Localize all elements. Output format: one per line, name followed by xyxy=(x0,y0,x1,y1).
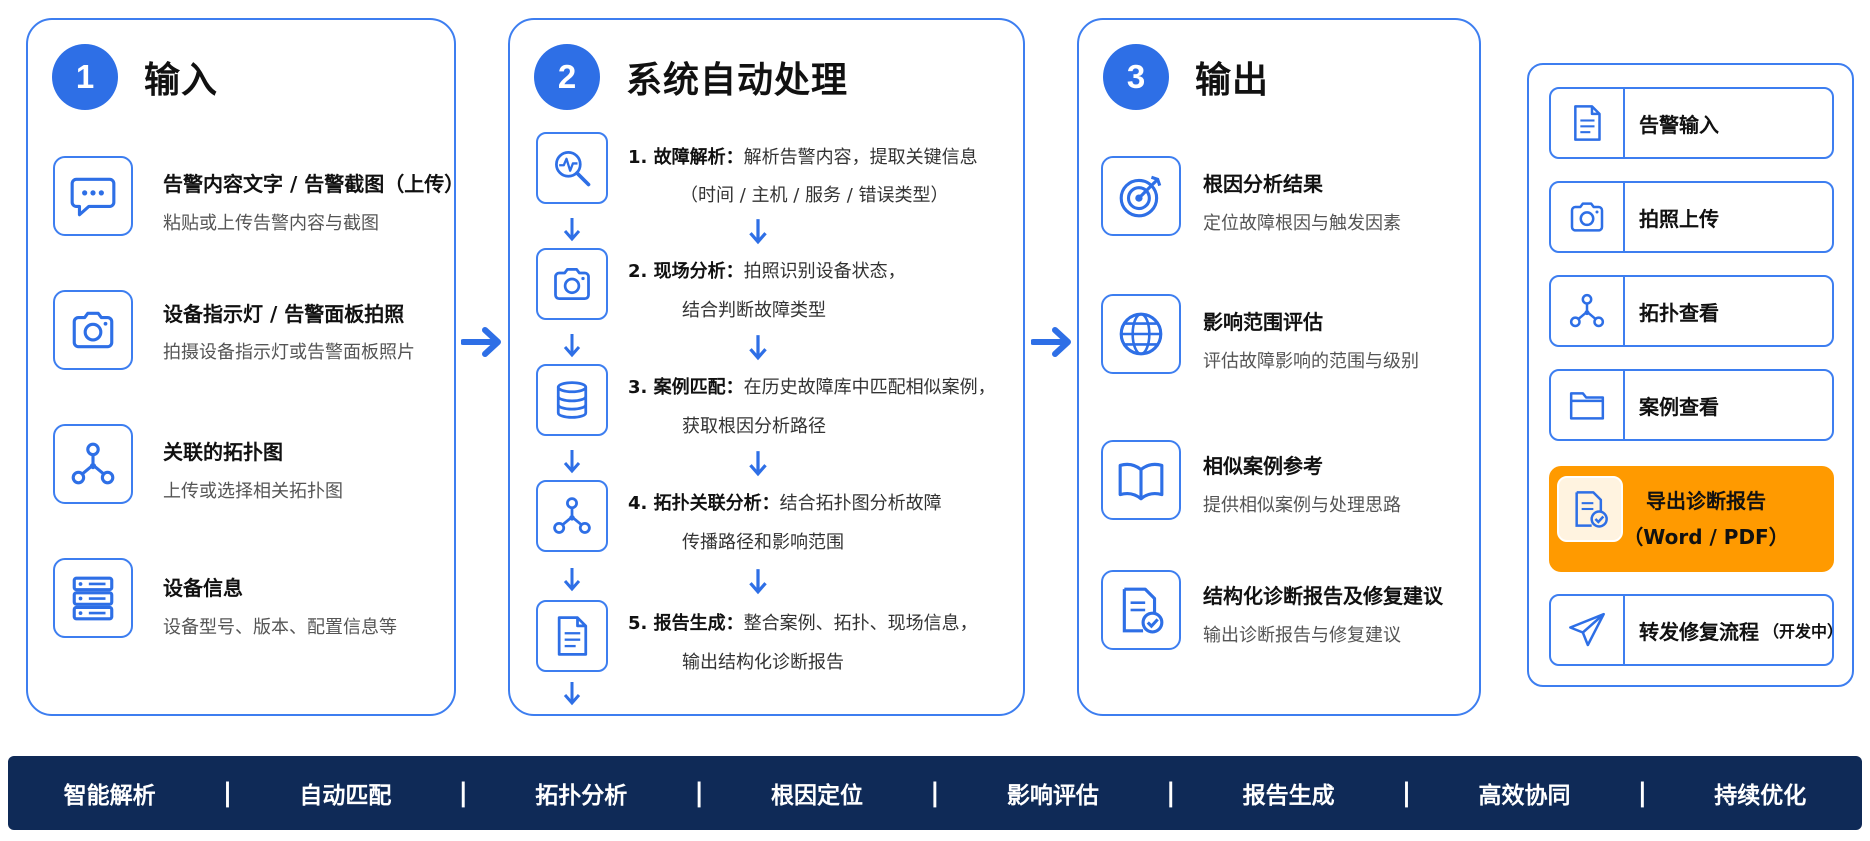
camera-icon xyxy=(536,248,608,320)
arrow-down-icon xyxy=(746,333,770,361)
photo-upload-label: 拍照上传 xyxy=(1639,206,1719,231)
topology-view-label: 拓扑查看 xyxy=(1639,300,1719,325)
footer-separator: | xyxy=(694,778,704,808)
input-panel-header: 1 输入 xyxy=(52,44,218,110)
arrow-down-icon xyxy=(562,332,582,358)
send-icon xyxy=(1551,596,1625,664)
process-step-1-detail: （时间 / 主机 / 服务 / 错误类型） xyxy=(680,185,949,206)
book-icon xyxy=(1101,440,1181,520)
input-item-desc: 拍摄设备指示灯或告警面板照片 xyxy=(163,342,415,363)
footer-separator: | xyxy=(222,778,233,808)
process-step-5: 5. 报告生成：整合案例、拓扑、现场信息， xyxy=(628,613,978,634)
input-item-title: 设备信息 xyxy=(163,576,243,600)
footer-item: 根因定位 xyxy=(771,783,864,809)
photo-upload-button[interactable]: 拍照上传 xyxy=(1549,181,1834,253)
output-item-desc: 定位故障根因与触发因素 xyxy=(1203,213,1401,234)
process-step-2: 2. 现场分析：拍照识别设备状态， xyxy=(628,261,906,282)
topology-icon xyxy=(53,424,133,504)
input-item-desc: 粘贴或上传告警内容与截图 xyxy=(163,213,379,234)
process-panel: 2 系统自动处理 1. 故障解析：解析告警内容，提取关键信息 （时间 / 主机 … xyxy=(508,18,1025,716)
flow-arrow-right-icon xyxy=(1031,326,1073,358)
flow-arrow-right-icon xyxy=(461,326,503,358)
arrow-down-icon xyxy=(562,216,582,242)
output-item-desc: 提供相似案例与处理思路 xyxy=(1203,495,1401,516)
search-pulse-icon xyxy=(536,132,608,204)
process-step-5-detail: 输出结构化诊断报告 xyxy=(682,652,844,673)
process-step-3: 3. 案例匹配：在历史故障库中匹配相似案例， xyxy=(628,377,996,398)
input-item-desc: 设备型号、版本、配置信息等 xyxy=(163,617,397,638)
forward-fix-label: 转发修复流程（开发中） xyxy=(1639,619,1844,644)
output-item-title: 相似案例参考 xyxy=(1203,454,1323,478)
process-panel-header: 2 系统自动处理 xyxy=(534,44,848,110)
input-item-title: 设备指示灯 / 告警面板拍照 xyxy=(163,302,405,326)
footer-item: 持续优化 xyxy=(1714,783,1807,809)
arrow-down-icon xyxy=(562,680,582,706)
output-item-desc: 输出诊断报告与修复建议 xyxy=(1203,625,1401,646)
arrow-down-icon xyxy=(746,449,770,477)
document-icon xyxy=(536,600,608,672)
camera-icon xyxy=(53,290,133,370)
database-icon xyxy=(536,364,608,436)
topology-view-button[interactable]: 拓扑查看 xyxy=(1549,275,1834,347)
folder-icon xyxy=(1551,371,1625,439)
process-step-1: 1. 故障解析：解析告警内容，提取关键信息 xyxy=(628,147,978,168)
topology-icon xyxy=(536,480,608,552)
arrow-down-icon xyxy=(746,567,770,595)
footer-separator: | xyxy=(930,778,940,808)
input-panel-title: 输入 xyxy=(144,60,219,101)
document-icon xyxy=(1551,89,1625,157)
server-icon xyxy=(53,558,133,638)
arrow-down-icon xyxy=(562,566,582,592)
process-step-4: 4. 拓扑关联分析：结合拓扑图分析故障 xyxy=(628,493,942,514)
camera-icon xyxy=(1551,183,1625,251)
feature-footer: 智能解析 | 自动匹配 | 拓扑分析 | 根因定位 | 影响评估 | 报告生成 … xyxy=(8,756,1862,830)
output-item-title: 影响范围评估 xyxy=(1203,310,1323,334)
input-item-desc: 上传或选择相关拓扑图 xyxy=(163,481,343,502)
alert-input-button[interactable]: 告警输入 xyxy=(1549,87,1834,159)
target-icon xyxy=(1101,156,1181,236)
topology-icon xyxy=(1551,277,1625,345)
step-number-3: 3 xyxy=(1103,44,1169,110)
footer-item: 报告生成 xyxy=(1242,783,1335,809)
footer-item: 影响评估 xyxy=(1006,783,1099,809)
output-item-title: 结构化诊断报告及修复建议 xyxy=(1203,584,1443,608)
arrow-down-icon xyxy=(746,217,770,245)
actions-panel: 告警输入 拍照上传 拓扑查看 案例查看 导出诊断报告 （Word / PDF） … xyxy=(1527,63,1854,687)
step-number-1: 1 xyxy=(52,44,118,110)
footer-separator: | xyxy=(1165,778,1176,808)
step-number-2: 2 xyxy=(534,44,600,110)
output-panel-title: 输出 xyxy=(1195,60,1270,101)
arrow-down-icon xyxy=(562,448,582,474)
footer-separator: | xyxy=(1401,778,1412,808)
report-check-icon xyxy=(1101,570,1181,650)
process-step-4-detail: 传播路径和影响范围 xyxy=(682,532,844,553)
output-panel: 3 输出 根因分析结果 定位故障根因与触发因素 影响范围评估 评估故障影响的范围… xyxy=(1077,18,1481,716)
input-item-title: 告警内容文字 / 告警截图（上传） xyxy=(163,172,465,196)
input-item-title: 关联的拓扑图 xyxy=(163,440,283,464)
footer-separator: | xyxy=(1637,778,1648,808)
input-panel: 1 输入 告警内容文字 / 告警截图（上传） 粘贴或上传告警内容与截图 设备指示… xyxy=(26,18,464,716)
process-step-2-detail: 结合判断故障类型 xyxy=(682,300,826,321)
process-panel-title: 系统自动处理 xyxy=(626,60,849,101)
output-panel-header: 3 输出 xyxy=(1103,44,1269,110)
export-report-button[interactable]: 导出诊断报告 （Word / PDF） xyxy=(1549,466,1834,572)
footer-item: 智能解析 xyxy=(63,783,156,809)
chat-bubble-icon xyxy=(53,156,133,236)
process-step-3-detail: 获取根因分析路径 xyxy=(682,416,826,437)
output-item-title: 根因分析结果 xyxy=(1203,172,1323,196)
forward-fix-button[interactable]: 转发修复流程（开发中） xyxy=(1549,594,1843,666)
footer-item: 拓扑分析 xyxy=(535,783,628,809)
report-icon xyxy=(1557,476,1623,542)
output-item-desc: 评估故障影响的范围与级别 xyxy=(1203,351,1419,372)
footer-item: 自动匹配 xyxy=(299,783,392,809)
footer-separator: | xyxy=(458,778,469,808)
alert-input-label: 告警输入 xyxy=(1639,112,1719,137)
case-view-label: 案例查看 xyxy=(1639,394,1719,419)
case-view-button[interactable]: 案例查看 xyxy=(1549,369,1834,441)
export-report-label: 导出诊断报告 （Word / PDF） xyxy=(1623,489,1789,549)
globe-icon xyxy=(1101,294,1181,374)
footer-item: 高效协同 xyxy=(1478,783,1571,809)
